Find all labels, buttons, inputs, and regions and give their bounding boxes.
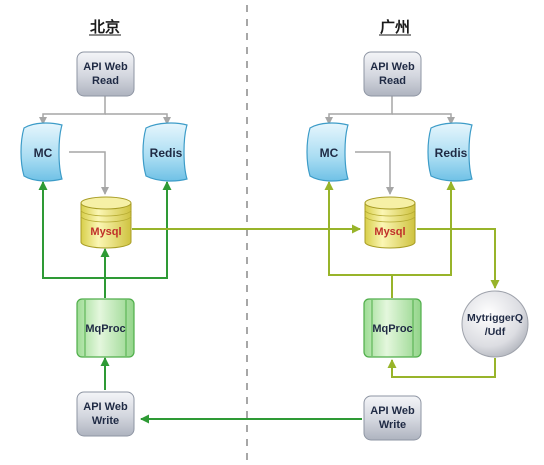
arrow-bj-mc-to-mysql (69, 151, 109, 195)
gz-api-write-line2: Write (379, 419, 406, 431)
gz-mc-label: MC (320, 146, 339, 160)
bj-mysql-label: Mysql (90, 226, 121, 238)
bj-api-read-line2: Read (92, 75, 119, 87)
arrow-bj-read-to-redis (105, 113, 171, 125)
gz-trigger-line2: /Udf (485, 326, 506, 338)
bj-api-web-read-node: API Web Read (76, 51, 135, 97)
gz-api-read-line2: Read (379, 75, 406, 87)
bj-api-write-line1: API Web (83, 401, 128, 413)
bj-mc-node: MC (20, 122, 63, 182)
gz-api-web-write-node: API Web Write (363, 395, 422, 441)
bj-mqproc-label: MqProc (85, 323, 125, 335)
gz-api-write-line1: API Web (370, 405, 415, 417)
region-title-left: 北京 (90, 18, 120, 36)
gz-mysql-node: Mysql (364, 196, 416, 249)
gz-mysql-label: Mysql (374, 226, 405, 238)
bj-redis-label: Redis (150, 146, 183, 160)
bj-redis-node: Redis (142, 122, 188, 182)
arrow-gz-mc-to-mysql (355, 151, 394, 195)
bj-api-read-line1: API Web (83, 61, 128, 73)
gz-trigger-line1: MytriggerQ (467, 312, 523, 324)
arrow-gz-mqproc-to-redis (392, 181, 456, 276)
arrow-gz-mysql-to-trigger (417, 228, 500, 289)
gz-api-web-read-node: API Web Read (363, 51, 422, 97)
gz-mc-node: MC (306, 122, 349, 182)
bj-mqproc-node: MqProc (76, 298, 135, 358)
arrow-gz-read-to-mc (325, 96, 393, 125)
gz-redis-node: Redis (427, 122, 473, 182)
gz-api-read-line1: API Web (370, 61, 415, 73)
gz-mytriggerq-node: MytriggerQ /Udf (461, 290, 529, 358)
gz-mqproc-label: MqProc (372, 323, 412, 335)
bj-api-web-write-node: API Web Write (76, 391, 135, 437)
bj-mc-label: MC (34, 146, 53, 160)
arrow-gz-read-to-redis (392, 113, 455, 125)
gz-redis-label: Redis (435, 146, 468, 160)
arrow-bj-read-to-mc (39, 96, 106, 125)
arrow-bj-mqproc-to-redis (105, 181, 172, 279)
arrow-gz-mqproc-to-mc (324, 181, 393, 298)
arrow-trigger-to-gz-mqproc (387, 358, 496, 378)
bj-api-write-line2: Write (92, 415, 119, 427)
gz-mqproc-node: MqProc (363, 298, 422, 358)
region-title-right: 广州 (380, 18, 410, 36)
arrow-bj-mqproc-to-mc (38, 181, 105, 279)
bj-mysql-node: Mysql (80, 196, 132, 249)
